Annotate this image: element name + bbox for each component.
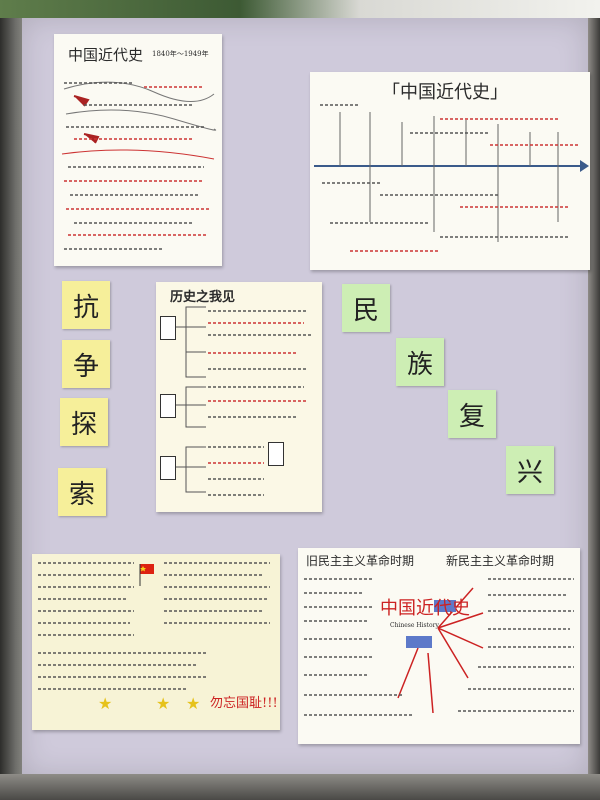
window-view [0, 0, 600, 18]
board-frame-right [588, 18, 600, 800]
poster-center-title: 中国近代史 [380, 598, 470, 619]
poster-title-right: 新民主主义革命时期 [446, 554, 555, 568]
poster-title: 「中国近代史」 [382, 82, 508, 103]
note-suo: 索 [58, 468, 106, 516]
board-frame-bottom [0, 774, 600, 800]
poster-handwriting [61, 81, 217, 160]
poster-modern-history-timeline: 中国近代史 1840年～1949年 [54, 34, 222, 266]
poster-modern-history-chart: 「中国近代史」 [310, 72, 590, 270]
note-zheng: 争 [62, 340, 110, 388]
poster-revolution-periods: 旧民主主义革命时期 新民主主义革命时期 中国近代史 Chinese Histor… [298, 548, 580, 744]
poster-box [160, 456, 176, 480]
star-icon: ★ [186, 694, 201, 713]
poster-box [268, 442, 284, 466]
board-frame-left [0, 18, 26, 800]
note-min: 民 [342, 284, 390, 332]
star-icon: ★ [98, 694, 113, 713]
poster-box [160, 316, 176, 340]
note-zu: 族 [396, 338, 444, 386]
note-tan: 探 [60, 398, 108, 446]
bulletin-board: 中国近代史 1840年～1949年 「中国近代史」 [22, 18, 590, 776]
poster-subtitle: 1840年～1949年 [152, 50, 209, 58]
poster-never-forget: ★ ★ ★ 勿忘国耻!!! [32, 554, 280, 730]
poster-title: 中国近代史 [68, 46, 144, 64]
note-fu: 复 [448, 390, 496, 438]
poster-decorations [139, 564, 154, 586]
poster-title-left: 旧民主主义革命时期 [306, 554, 415, 568]
poster-center-subtitle: Chinese History [390, 622, 439, 629]
poster-title: 历史之我见 [170, 290, 236, 305]
note-kang: 抗 [62, 281, 110, 329]
poster-my-view-of-history: 历史之我见 [156, 282, 322, 512]
poster-slogan: 勿忘国耻!!! [210, 696, 278, 711]
poster-mindmap-drawing [397, 587, 484, 714]
poster-box [160, 394, 176, 418]
star-icon: ★ [156, 694, 171, 713]
note-xing: 兴 [506, 446, 554, 494]
poster-timeline-drawing [314, 112, 589, 242]
poster-mindmap-lines [176, 306, 206, 493]
